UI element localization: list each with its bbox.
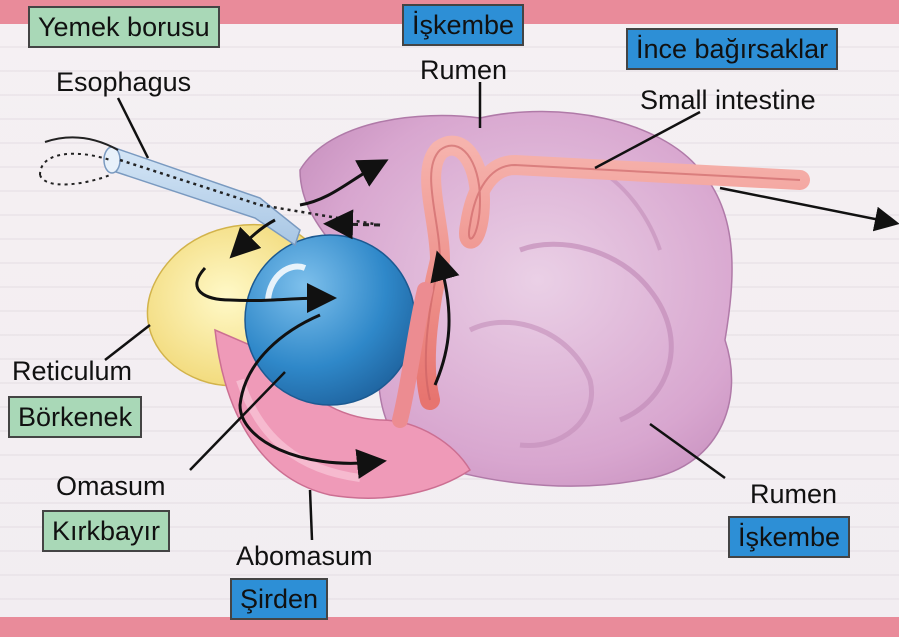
label-omasum-english: Omasum [56,470,166,502]
label-abomasum-turkish: Şirden [230,578,328,620]
dotted-entry-line [40,154,110,175]
leader-line-esophagus [118,98,148,158]
leader-line-abomasum [310,490,312,540]
label-small-intestine-turkish: İnce bağırsaklar [626,28,838,70]
label-reticulum-english: Reticulum [12,355,132,387]
label-omasum-turkish: Kırkbayır [42,510,170,552]
label-esophagus-english: Esophagus [56,66,191,98]
label-reticulum-turkish: Börkenek [8,396,142,438]
label-abomasum-english: Abomasum [236,540,373,572]
label-rumen-bottom-english: Rumen [750,478,837,510]
label-esophagus-turkish: Yemek borusu [28,6,220,48]
label-rumen-bottom-turkish: İşkembe [728,516,850,558]
label-rumen-top-turkish: İşkembe [402,4,524,46]
solid-entry-line [45,137,118,150]
dotted-entry-line [40,175,110,184]
label-rumen-top-english: Rumen [420,54,507,86]
omasum-shape [245,235,415,405]
label-small-intestine-english: Small intestine [640,84,816,116]
flow-arrow [720,188,890,222]
esophagus-opening [104,147,120,173]
